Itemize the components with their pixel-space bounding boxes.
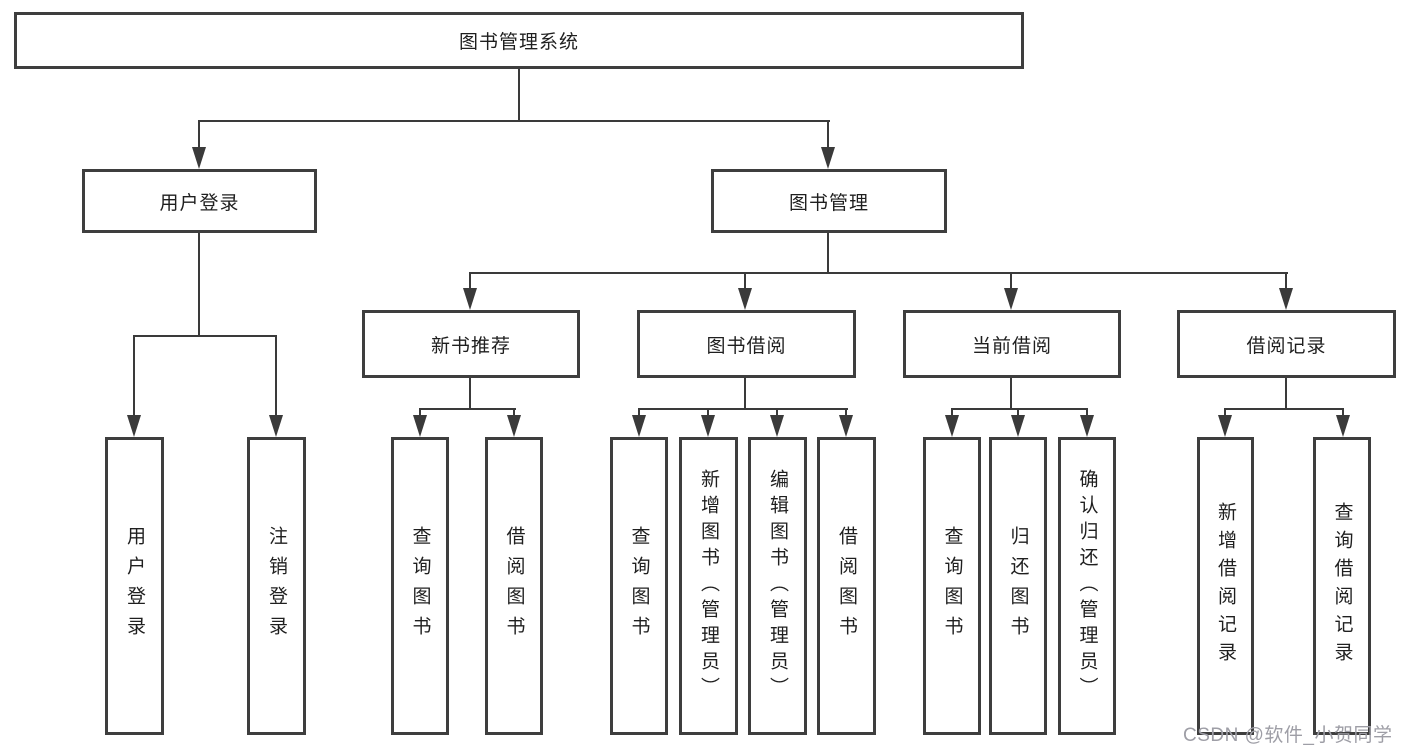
node-label: 归还图书 (1007, 526, 1029, 646)
leaf-add-borrow-record: 新增借阅记录 (1197, 437, 1254, 735)
node-book-management: 图书管理 (711, 169, 947, 233)
connector-line (198, 233, 200, 337)
connector-line (744, 272, 746, 289)
node-label: 借阅记录 (1246, 335, 1327, 357)
node-label: 新增图书（管理员） (698, 469, 719, 703)
node-borrowing-records: 借阅记录 (1177, 310, 1396, 378)
arrowhead-down-icon (701, 415, 715, 437)
node-library-management-system: 图书管理系统 (14, 12, 1024, 69)
connector-line (951, 408, 953, 417)
node-label: 新书推荐 (430, 335, 511, 357)
connector-line (1086, 408, 1088, 417)
connector-line (827, 120, 829, 149)
arrowhead-down-icon (463, 288, 477, 310)
node-label: 确认归还（管理员） (1076, 469, 1098, 703)
arrowhead-down-icon (770, 415, 784, 437)
connector-line (1010, 272, 1012, 289)
node-label: 用户登录 (159, 192, 240, 214)
connector-line (776, 408, 778, 417)
node-label: 借阅图书 (503, 526, 525, 646)
leaf-borrow-books-borrowing: 借阅图书 (817, 437, 876, 735)
node-label: 新增借阅记录 (1215, 502, 1236, 670)
arrowhead-down-icon (839, 415, 853, 437)
connector-line (419, 408, 516, 410)
leaf-return-books: 归还图书 (989, 437, 1047, 735)
connector-line (1224, 408, 1226, 417)
connector-line (744, 378, 746, 410)
arrowhead-down-icon (269, 415, 283, 437)
arrowhead-down-icon (413, 415, 427, 437)
connector-line (198, 120, 830, 122)
node-label: 图书管理系统 (458, 32, 579, 53)
leaf-borrow-books-recommend: 借阅图书 (485, 437, 543, 735)
leaf-query-books-recommend: 查询图书 (391, 437, 449, 735)
leaf-query-books-borrowing: 查询图书 (610, 437, 668, 735)
connector-line (951, 408, 1088, 410)
connector-line (275, 335, 277, 417)
connector-line (1010, 378, 1012, 410)
leaf-query-books-current: 查询图书 (923, 437, 981, 735)
arrowhead-down-icon (1336, 415, 1350, 437)
node-label: 查询图书 (628, 526, 650, 646)
leaf-confirm-return-admin: 确认归还（管理员） (1058, 437, 1116, 735)
arrowhead-down-icon (821, 147, 835, 169)
node-label: 用户登录 (124, 526, 145, 646)
node-user-login: 用户登录 (82, 169, 317, 233)
watermark: CSDN @软件_小贺同学 (1183, 725, 1393, 746)
arrowhead-down-icon (507, 415, 521, 437)
node-label: 编辑图书（管理员） (767, 469, 788, 703)
arrowhead-down-icon (945, 415, 959, 437)
connector-line (1285, 272, 1287, 289)
connector-line (469, 378, 471, 410)
node-label: 查询图书 (409, 526, 431, 646)
leaf-edit-books-admin: 编辑图书（管理员） (748, 437, 807, 735)
connector-line (513, 408, 515, 417)
node-book-borrowing: 图书借阅 (637, 310, 856, 378)
leaf-user-login: 用户登录 (105, 437, 164, 735)
arrowhead-down-icon (1080, 415, 1094, 437)
leaf-logout: 注销登录 (247, 437, 306, 735)
connector-line (1017, 408, 1019, 417)
node-label: 当前借阅 (971, 335, 1052, 357)
connector-line (845, 408, 847, 417)
connector-line (469, 272, 1288, 274)
node-current-borrowing: 当前借阅 (903, 310, 1121, 378)
arrowhead-down-icon (1011, 415, 1025, 437)
connector-line (518, 69, 520, 122)
leaf-query-borrow-record: 查询借阅记录 (1313, 437, 1371, 735)
connector-line (1224, 408, 1344, 410)
node-new-book-recommendation: 新书推荐 (362, 310, 580, 378)
arrowhead-down-icon (127, 415, 141, 437)
connector-line (827, 233, 829, 274)
arrowhead-down-icon (192, 147, 206, 169)
node-label: 图书管理 (788, 192, 869, 214)
arrowhead-down-icon (1218, 415, 1232, 437)
node-label: 注销登录 (266, 526, 287, 646)
arrowhead-down-icon (632, 415, 646, 437)
node-label: 借阅图书 (836, 526, 857, 646)
node-label: 图书借阅 (706, 335, 787, 357)
connector-line (1342, 408, 1344, 417)
connector-line (198, 120, 200, 149)
connector-line (133, 335, 135, 417)
arrowhead-down-icon (1004, 288, 1018, 310)
connector-line (469, 272, 471, 289)
connector-line (638, 408, 848, 410)
connector-line (707, 408, 709, 417)
arrowhead-down-icon (738, 288, 752, 310)
connector-line (419, 408, 421, 417)
leaf-add-books-admin: 新增图书（管理员） (679, 437, 738, 735)
connector-line (638, 408, 640, 417)
connector-line (1285, 378, 1287, 410)
node-label: 查询图书 (941, 526, 963, 646)
arrowhead-down-icon (1279, 288, 1293, 310)
connector-line (133, 335, 277, 337)
node-label: 查询借阅记录 (1331, 502, 1353, 670)
